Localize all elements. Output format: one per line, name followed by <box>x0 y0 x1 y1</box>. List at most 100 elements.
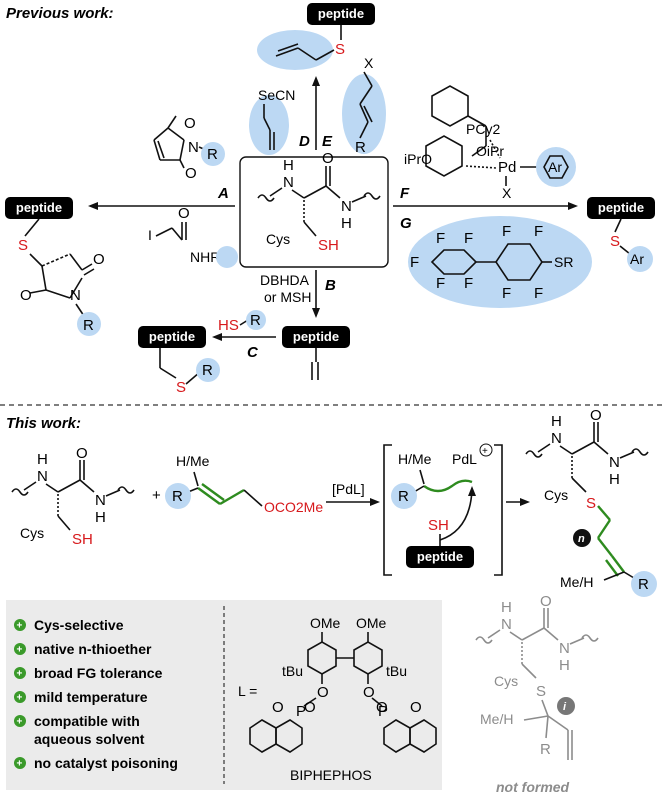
svg-text:O: O <box>184 115 196 132</box>
svg-text:H: H <box>609 471 620 488</box>
svg-text:NHR: NHR <box>190 249 220 265</box>
svg-text:F: F <box>464 230 473 247</box>
perfluorobiphenyl-reagent: F F F F F F F F F SR <box>408 216 592 308</box>
feature-item: + no catalyst poisoning <box>14 755 178 771</box>
svg-text:tBu: tBu <box>282 663 303 679</box>
feature-label: native n-thioether <box>34 641 152 657</box>
svg-text:N: N <box>559 640 570 657</box>
svg-text:not formed: not formed <box>496 779 570 795</box>
maleimide-reagent: O O N R <box>153 115 225 182</box>
svg-text:R: R <box>398 488 409 505</box>
svg-text:+: + <box>17 693 23 704</box>
svg-text:+: + <box>17 621 23 632</box>
thioether-product-c: S R <box>159 348 220 396</box>
svg-text:+: + <box>17 645 23 656</box>
allyl-selenocyanate-reagent: SeCN <box>249 87 295 155</box>
svg-text:PCy2: PCy2 <box>466 121 500 137</box>
svg-text:R: R <box>202 362 213 379</box>
svg-text:O: O <box>410 699 422 716</box>
svg-text:F: F <box>410 254 419 271</box>
svg-text:R: R <box>207 146 218 163</box>
feature-label: aqueous solvent <box>34 731 145 747</box>
svg-text:O: O <box>93 251 105 268</box>
svg-text:R: R <box>355 139 366 156</box>
svg-text:X: X <box>502 185 512 201</box>
svg-text:N: N <box>70 287 81 304</box>
aryl-sulfide-product: S Ar <box>610 218 653 272</box>
svg-text:tBu: tBu <box>386 663 407 679</box>
svg-text:peptide: peptide <box>417 549 463 564</box>
svg-text:H/Me: H/Me <box>398 451 432 467</box>
svg-text:peptide: peptide <box>598 200 644 215</box>
svg-text:peptide: peptide <box>149 329 195 344</box>
svg-text:S: S <box>176 379 186 396</box>
svg-text:P: P <box>296 703 306 720</box>
thiosuccinimide-product: S O O N R <box>18 218 105 336</box>
svg-text:R: R <box>250 312 261 329</box>
svg-text:H: H <box>551 413 562 430</box>
svg-text:Ar: Ar <box>548 159 562 175</box>
step-f: F <box>400 185 410 202</box>
svg-text:+: + <box>482 446 488 457</box>
svg-text:F: F <box>464 275 473 292</box>
svg-text:S: S <box>18 237 28 254</box>
svg-text:SH: SH <box>428 517 449 534</box>
step-b: B <box>325 277 336 294</box>
svg-text:N: N <box>551 430 562 447</box>
svg-text:N: N <box>341 198 352 215</box>
svg-text:n: n <box>578 533 585 545</box>
plus-bullet-icon <box>14 667 26 679</box>
step-e: E <box>322 133 333 150</box>
svg-text:O: O <box>185 165 197 182</box>
svg-text:N: N <box>188 139 199 156</box>
feature-label: no catalyst poisoning <box>34 755 178 771</box>
n-thioether-product: N H O N H Cys S Me/H R n <box>525 407 657 597</box>
svg-text:H: H <box>341 215 352 232</box>
svg-text:+: + <box>17 759 23 770</box>
plus-bullet-icon <box>14 757 26 769</box>
svg-text:F: F <box>436 275 445 292</box>
svg-text:iPrO: iPrO <box>404 151 432 167</box>
feature-label: Cys-selective <box>34 617 124 633</box>
svg-text:H: H <box>559 657 570 674</box>
iodoacetamide-reagent: I O NHR <box>148 205 238 268</box>
svg-text:Cys: Cys <box>494 673 518 689</box>
svg-text:i: i <box>563 701 567 713</box>
svg-text:R: R <box>172 488 183 505</box>
svg-text:N: N <box>283 174 294 191</box>
svg-text:N: N <box>609 454 620 471</box>
svg-text:peptide: peptide <box>293 329 339 344</box>
features-panel <box>6 600 442 790</box>
svg-text:Ar: Ar <box>630 251 644 267</box>
step-g: G <box>400 215 412 232</box>
step-a: A <box>217 185 229 202</box>
feature-label: mild temperature <box>34 689 148 705</box>
svg-text:OCO2Me: OCO2Me <box>264 499 323 515</box>
svg-text:[PdL]: [PdL] <box>332 481 365 497</box>
svg-text:S: S <box>610 233 620 250</box>
allyl-sulfide-product: S <box>257 25 345 70</box>
svg-text:SH: SH <box>72 531 93 548</box>
svg-text:PdL: PdL <box>452 451 477 467</box>
svg-text:F: F <box>534 223 543 240</box>
svg-text:O: O <box>317 684 329 701</box>
svg-text:O: O <box>304 699 316 716</box>
svg-text:O: O <box>590 407 602 424</box>
svg-text:F: F <box>502 223 511 240</box>
svg-text:H: H <box>37 451 48 468</box>
svg-text:L =: L = <box>238 683 257 699</box>
svg-text:SeCN: SeCN <box>258 87 295 103</box>
svg-text:+: + <box>17 717 23 728</box>
palladium-oxidative-addition-complex: PCy2 iPrO OiPr Pd X Ar <box>404 85 576 201</box>
svg-text:R: R <box>540 741 551 758</box>
svg-text:N: N <box>501 616 512 633</box>
svg-text:F: F <box>502 285 511 302</box>
svg-text:R: R <box>638 576 649 593</box>
feature-item: + mild temperature <box>14 689 148 705</box>
previous-work-header: Previous work: <box>6 5 114 22</box>
svg-text:+: + <box>17 669 23 680</box>
feature-item: + native n-thioether <box>14 641 152 657</box>
biphephos-ligand: L = OMe OMe tBu tBu O O P P O O O O BIPH… <box>238 615 437 783</box>
cysteine-structure: N H O N H Cys SH <box>257 150 381 254</box>
